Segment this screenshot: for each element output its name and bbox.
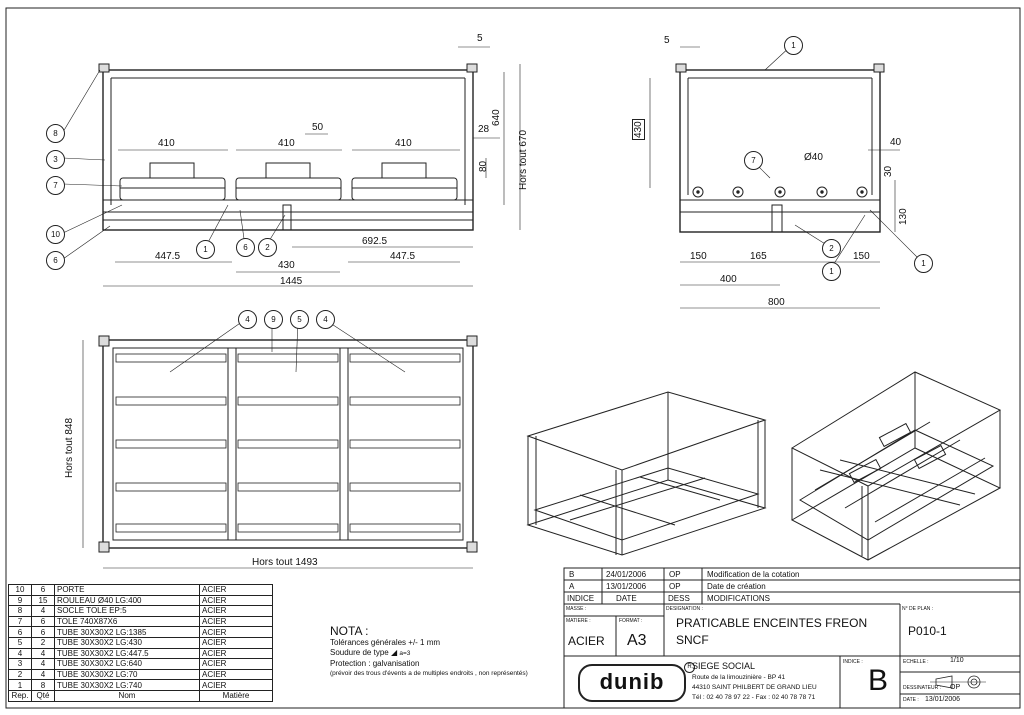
front-view: [98, 46, 521, 287]
rev-a-dess: OP: [669, 582, 681, 591]
rev-a-modif: Date de création: [707, 582, 766, 591]
registered-mark-icon: R: [684, 662, 695, 673]
front-dim-410-c: 410: [395, 138, 412, 149]
callout-bubble: 1: [196, 240, 215, 259]
side-dim-dia-40: Ø40: [804, 152, 823, 163]
weld-symbol-icon: ◢: [390, 648, 398, 657]
callout-bubble: 1: [822, 262, 841, 281]
rev-b-indice: B: [569, 570, 575, 579]
designation-line-2: SNCF: [676, 633, 709, 647]
nota-line-vents: (prévoir des trous d'évents a de multipl…: [330, 670, 528, 677]
format-value: A3: [627, 632, 647, 649]
callout-bubble: 1: [914, 254, 933, 273]
front-dim-50: 50: [312, 122, 324, 133]
echelle-value: 1/10: [950, 657, 964, 664]
dessinateur-label: DESSINATEUR :: [903, 685, 941, 691]
callout-bubble: 4: [316, 310, 335, 329]
rev-b-modif: Modification de la cotation: [707, 570, 800, 579]
rev-b-date: 24/01/2006: [606, 570, 647, 579]
side-dim-165: 165: [750, 251, 767, 262]
rev-header-indice: INDICE: [567, 594, 595, 603]
designation-line-1: PRATICABLE ENCEINTES FREON: [676, 616, 868, 630]
rev-header-dess: DESS: [668, 594, 690, 603]
matiere-label: MATIERE :: [566, 618, 591, 624]
echelle-label: ECHELLE :: [903, 659, 929, 665]
top-dim-hors-tout-1493: Hors tout 1493: [252, 557, 318, 568]
date-value: 13/01/2006: [925, 696, 961, 703]
nota-block: NOTA : Tolérances générales +/- 1 mm Sou…: [330, 624, 528, 679]
side-dim-800: 800: [768, 297, 785, 308]
rev-b-dess: OP: [669, 570, 681, 579]
callout-bubble: 10: [46, 225, 65, 244]
dessinateur-value: OP: [950, 684, 961, 691]
address-line-3: Tél : 02 40 78 97 22 - Fax : 02 40 78 78…: [692, 694, 816, 701]
side-dim-5: 5: [664, 35, 670, 46]
front-roller-cassette-3: [351, 162, 458, 201]
plan-number: P010-1: [908, 624, 947, 638]
front-roller-cassette-1: [119, 162, 226, 201]
indice-value: B: [868, 664, 889, 697]
matiere-value: ACIER: [568, 634, 605, 648]
side-dim-150-b: 150: [853, 251, 870, 262]
address-line-2: 44310 SAINT PHILBERT DE GRAND LIEU: [692, 684, 817, 691]
rev-a-date: 13/01/2006: [606, 582, 647, 591]
isometric-view-empty: [526, 391, 767, 556]
callout-bubble: 2: [258, 238, 277, 257]
side-rollers: [692, 186, 868, 198]
callout-bubble: 3: [46, 150, 65, 169]
sheet-border: [5, 7, 1021, 709]
plan-label: N° DE PLAN :: [902, 606, 934, 612]
side-dim-40: 40: [890, 137, 902, 148]
address-line-1: Route de la limouzinière - BP 41: [692, 674, 786, 681]
top-view-rollers: [115, 353, 461, 533]
front-dim-28: 28: [478, 124, 490, 135]
callout-bubble: 5: [290, 310, 309, 329]
callout-bubble: 7: [46, 176, 65, 195]
front-dim-410-a: 410: [158, 138, 175, 149]
nota-line-weld: Soudure de type ◢ a=3: [330, 648, 411, 657]
callout-bubble: 4: [238, 310, 257, 329]
isometric-view-loaded: [790, 371, 1002, 561]
side-view: [649, 46, 900, 309]
siege-social: SIEGE SOCIAL: [692, 661, 756, 671]
designation-label: DESIGNATION :: [666, 606, 703, 612]
callout-bubble: 1: [784, 36, 803, 55]
front-dim-447-a: 447.5: [155, 251, 181, 262]
front-dim-692: 692.5: [362, 236, 388, 247]
callout-bubble: 9: [264, 310, 283, 329]
front-dim-430: 430: [278, 260, 295, 271]
rev-a-indice: A: [569, 582, 575, 591]
rev-header-date: DATE: [616, 594, 637, 603]
front-dim-447-b: 447.5: [390, 251, 416, 262]
company-logo: dunib: [578, 664, 686, 702]
front-dim-410-b: 410: [278, 138, 295, 149]
masse-label: MASSE :: [566, 606, 587, 612]
side-dim-150-a: 150: [690, 251, 707, 262]
front-roller-cassette-2: [235, 162, 342, 201]
indice-label: INDICE :: [843, 659, 863, 665]
nota-line-protection: Protection : galvanisation: [330, 659, 420, 668]
callout-bubble: 8: [46, 124, 65, 143]
date-label: DATE :: [903, 697, 919, 703]
callout-bubble: 7: [744, 151, 763, 170]
format-label: FORMAT :: [619, 618, 643, 624]
side-dim-400: 400: [720, 274, 737, 285]
front-dim-5: 5: [477, 33, 483, 44]
nota-line-tolerances: Tolérances générales +/- 1 mm: [330, 638, 441, 647]
top-view: [82, 335, 478, 569]
rev-header-modif: MODIFICATIONS: [707, 594, 770, 603]
callout-bubble: 2: [822, 239, 841, 258]
callout-bubble: 6: [236, 238, 255, 257]
front-dim-1445: 1445: [280, 276, 303, 287]
projection-symbol-icon: [930, 675, 986, 689]
nota-title: NOTA :: [330, 624, 369, 638]
callout-bubble: 6: [46, 251, 65, 270]
